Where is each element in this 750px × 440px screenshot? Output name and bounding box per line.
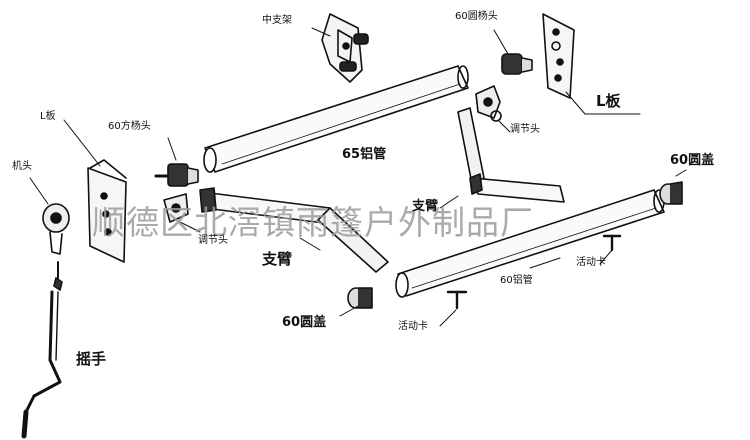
label-round-end-cap-right: 60圆盖 (670, 153, 715, 168)
movable-clip-left (439, 290, 468, 327)
adjust-head-left (163, 193, 201, 233)
label-movable-clip-right: 活动卡 (576, 257, 606, 268)
hand-crank (21, 261, 63, 439)
round-end-cap-top (493, 29, 533, 75)
l-plate-right (542, 13, 641, 115)
watermark: 顺德区北滘镇雨篷户外制品厂 (92, 203, 534, 242)
label-support-arm-right: 支臂 (412, 199, 439, 214)
middle-bracket (311, 13, 369, 83)
support-arm-left (199, 187, 389, 273)
aluminum-tube-65 (203, 65, 469, 173)
square-end-cap (154, 137, 199, 187)
label-adjust-head-right: 调节头 (510, 124, 540, 135)
adjust-head-right (475, 85, 511, 133)
support-arm-right (439, 107, 565, 209)
label-aluminum-tube-65: 65铝管 (342, 147, 387, 162)
label-support-arm-left: 支臂 (262, 250, 293, 268)
label-crank-head: 机头 (12, 161, 32, 172)
round-end-cap-left (339, 287, 373, 317)
label-round-end-cap-top: 60圆杨头 (455, 11, 498, 22)
label-movable-clip-left: 活动卡 (398, 321, 428, 332)
label-round-end-cap-left: 60圆盖 (282, 315, 327, 330)
l-plate-left (63, 119, 127, 263)
label-l-plate-left: L板 (40, 111, 56, 122)
label-square-end-cap: 60方杨头 (108, 121, 151, 132)
crank-head (29, 177, 70, 255)
label-middle-bracket: 中支架 (262, 15, 292, 26)
aluminum-tube-60 (395, 189, 665, 298)
movable-clip-right (599, 234, 622, 265)
round-end-cap-right (659, 169, 687, 205)
label-adjust-head-left: 调节头 (198, 235, 228, 246)
label-aluminum-tube-60: 60铝管 (500, 275, 533, 286)
label-hand-crank: 摇手 (76, 350, 107, 368)
label-l-plate-right: L板 (596, 92, 621, 110)
